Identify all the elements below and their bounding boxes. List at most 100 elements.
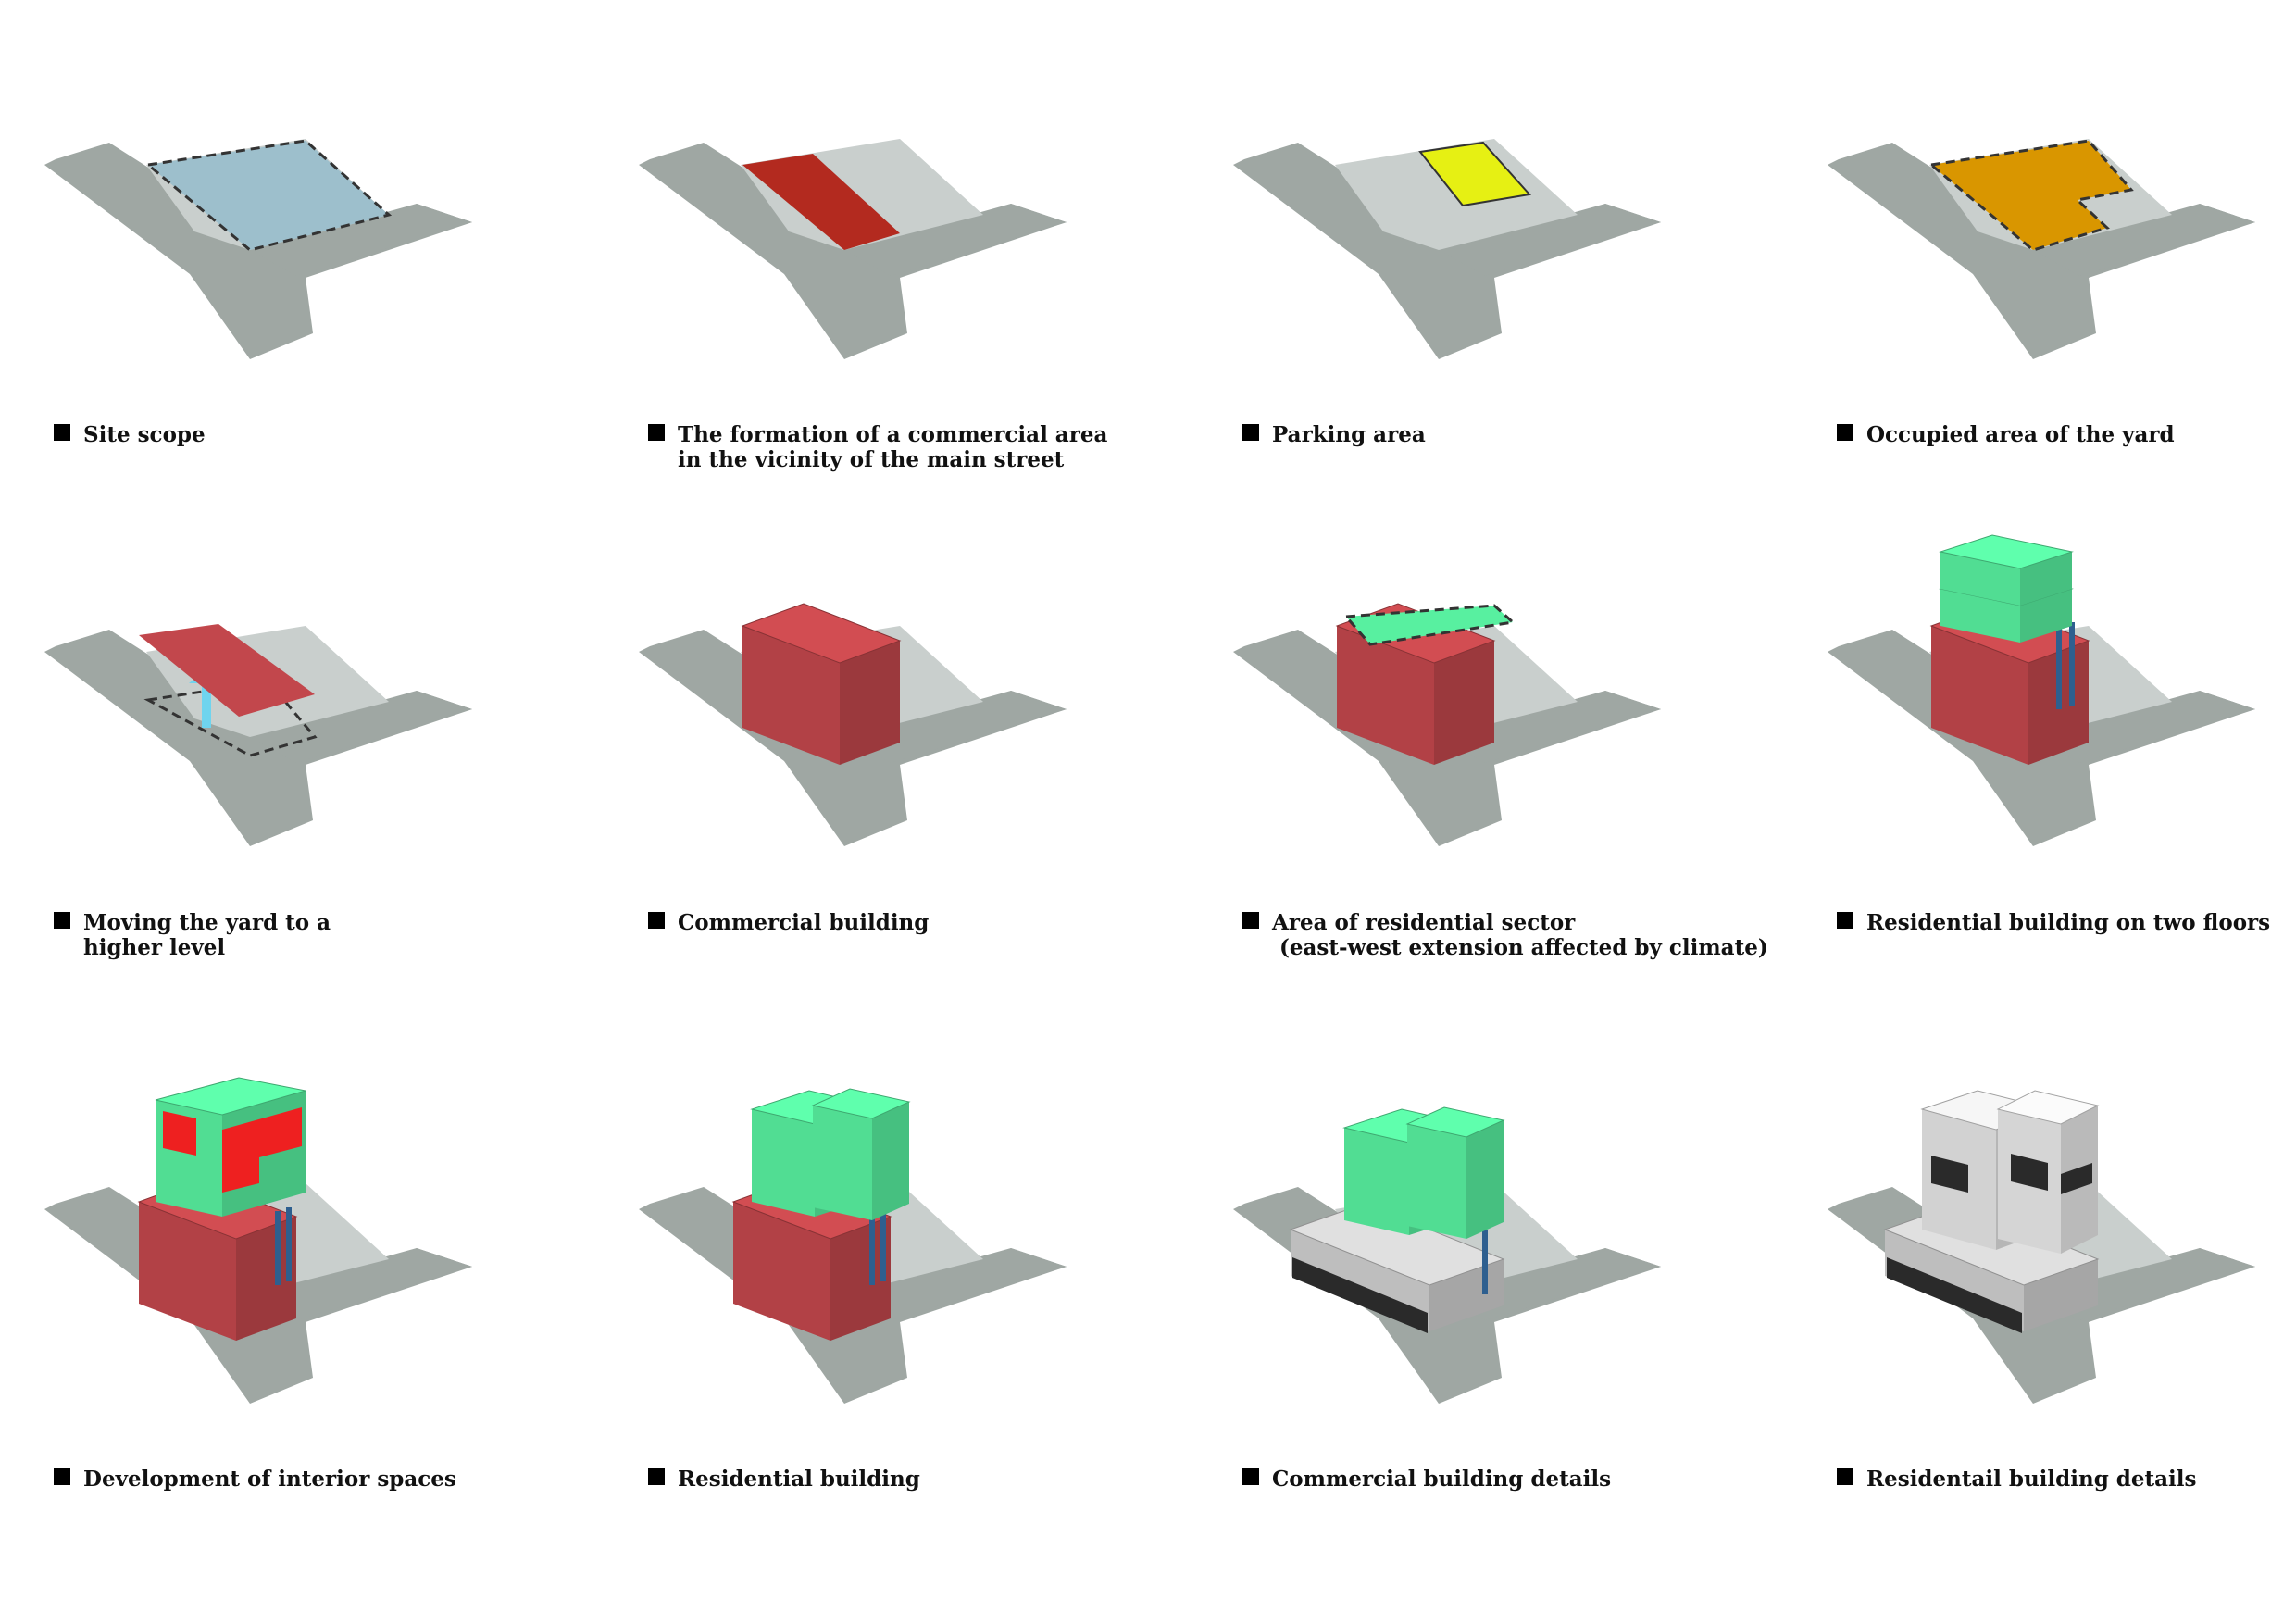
commercial-area-strip xyxy=(742,154,900,250)
panel-drawing-parking-area xyxy=(1233,139,1661,359)
panel-drawing-residential-sector xyxy=(1233,603,1661,846)
side-road xyxy=(844,691,1067,763)
commercial-block-side-face xyxy=(1434,641,1494,765)
caption-line: Residentail building details xyxy=(1866,1467,2197,1492)
caption-bullet xyxy=(1242,424,1259,441)
shopfront-glazing xyxy=(1292,1257,1428,1333)
commercial-block-front-face xyxy=(139,1202,236,1341)
commercial-block-front-face xyxy=(742,626,840,765)
caption-line: Parking area xyxy=(1272,422,1426,447)
panel-commercial-building xyxy=(594,487,1113,931)
side-road xyxy=(844,204,1067,276)
caption-line: Area of residential sector xyxy=(1272,910,1576,935)
residential-mass-right xyxy=(811,1088,911,1220)
caption-bullet xyxy=(648,1468,665,1485)
panel-parking-area xyxy=(1189,0,1707,444)
residential-mass-right-front-face xyxy=(813,1106,872,1220)
commercial-block-top-face xyxy=(741,603,902,664)
residential-floor-lower-side-face xyxy=(2020,589,2072,643)
panel-drawing-residential-details xyxy=(1828,1090,2255,1404)
commercial-block-front-face xyxy=(1931,626,2028,765)
commercial-block-side-face xyxy=(830,1217,891,1341)
caption-line: Residential building xyxy=(678,1467,920,1492)
caption-line: higher level xyxy=(83,935,226,960)
residential-mass-right-side-face xyxy=(872,1102,909,1220)
caption-commercial-details: Commercial building details xyxy=(1242,1467,1611,1492)
panel-occupied-yard xyxy=(1783,0,2296,444)
panel-drawing-residential-two-floors xyxy=(1828,534,2255,846)
residential-floor-lower-front-face xyxy=(1940,589,2020,643)
caption-residential-two-floors: Residential building on two floors xyxy=(1837,910,2270,935)
caption-residential-building: Residential building xyxy=(648,1467,920,1492)
panel-drawing-commercial-area xyxy=(639,139,1067,359)
panel-drawing-residential-building xyxy=(639,1088,1067,1404)
residential-window xyxy=(1931,1156,1968,1193)
caption-line: Development of interior spaces xyxy=(83,1467,456,1492)
commercial-block xyxy=(741,603,902,765)
caption-bullet xyxy=(54,424,70,441)
caption-line: The formation of a commercial area xyxy=(678,422,1108,447)
residential-floor-upper-front-face xyxy=(1940,552,2020,606)
caption-bullet xyxy=(1837,912,1853,929)
caption-line: Commercial building details xyxy=(1272,1467,1612,1492)
site-scope-area xyxy=(148,141,389,250)
caption-line: Commercial building xyxy=(678,910,930,935)
interior-red-space xyxy=(163,1111,196,1156)
side-road xyxy=(250,691,472,763)
commercial-block-front-face xyxy=(733,1202,830,1341)
panel-site-scope xyxy=(0,0,518,444)
panel-drawing-occupied-yard xyxy=(1828,139,2255,359)
caption-occupied-yard: Occupied area of the yard xyxy=(1837,422,2175,447)
caption-bullet xyxy=(1242,1468,1259,1485)
yard-area xyxy=(1931,141,2131,250)
panel-residential-building xyxy=(594,1044,1113,1489)
residential-sector-zone xyxy=(1346,606,1513,644)
shopfront-glazing xyxy=(1887,1257,2022,1333)
caption-interior-spaces: Development of interior spaces xyxy=(54,1467,456,1492)
residential-mass-right-top-face xyxy=(811,1088,911,1119)
commercial-podium-side-face xyxy=(2024,1259,2098,1331)
caption-bullet xyxy=(1837,1468,1853,1485)
side-road xyxy=(250,1248,472,1320)
caption-commercial-building: Commercial building xyxy=(648,910,929,935)
parking-zone xyxy=(1418,141,1531,207)
residential-mass-left-front-face xyxy=(752,1109,815,1217)
residential-mass-left-front-face xyxy=(1344,1128,1409,1235)
panel-residential-two-floors xyxy=(1783,487,2296,931)
residential-mass-right xyxy=(1405,1106,1505,1239)
residential-detailed-right-top-face xyxy=(1996,1090,2100,1125)
side-road xyxy=(1439,204,1661,276)
side-road xyxy=(250,204,472,276)
side-road xyxy=(1439,691,1661,763)
caption-bullet xyxy=(648,424,665,441)
caption-bullet xyxy=(648,912,665,929)
caption-parking-area: Parking area xyxy=(1242,422,1426,447)
panel-interior-spaces xyxy=(0,1044,518,1489)
caption-line: in the vicinity of the main street xyxy=(678,447,1065,472)
caption-line: Occupied area of the yard xyxy=(1866,422,2175,447)
panel-residential-details xyxy=(1783,1044,2296,1489)
lift-arrow-icon xyxy=(202,681,211,728)
raised-yard-slab xyxy=(139,624,315,717)
commercial-block-side-face xyxy=(840,641,900,765)
residential-floor-upper-top-face xyxy=(1939,534,2074,569)
panel-drawing-commercial-details xyxy=(1233,1106,1661,1404)
caption-line: Residential building on two floors xyxy=(1866,910,2271,935)
caption-line: Site scope xyxy=(83,422,206,447)
residential-mass-right-front-face xyxy=(1407,1124,1466,1239)
caption-residential-details: Residentail building details xyxy=(1837,1467,2196,1492)
panel-commercial-details xyxy=(1189,1044,1707,1489)
panel-drawing-interior-spaces xyxy=(44,1077,472,1404)
panel-moving-yard xyxy=(0,487,518,931)
panel-drawing-commercial-building xyxy=(639,603,1067,846)
side-road xyxy=(2033,691,2255,763)
panel-commercial-area xyxy=(594,0,1113,444)
caption-bullet xyxy=(1242,912,1259,929)
residential-floor-upper-side-face xyxy=(2020,552,2072,606)
residential-floor-upper xyxy=(1939,534,2074,606)
side-road xyxy=(2033,204,2255,276)
caption-bullet xyxy=(1837,424,1853,441)
